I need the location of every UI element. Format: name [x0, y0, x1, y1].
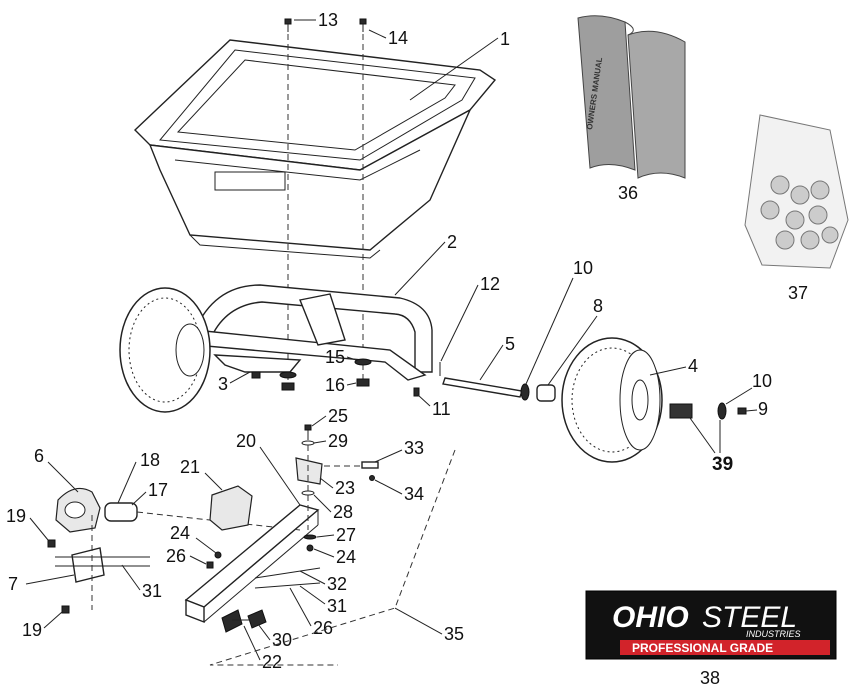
label-31a: 31	[142, 581, 162, 601]
logo-steel: STEEL	[702, 601, 797, 634]
label-9: 9	[758, 399, 768, 419]
label-3: 3	[218, 374, 228, 394]
right-wheel-part-4	[561, 337, 663, 463]
label-11: 11	[432, 399, 451, 419]
logo-industries: INDUSTRIES	[746, 629, 801, 639]
label-7: 7	[8, 574, 18, 594]
label-36: 36	[618, 183, 638, 203]
ohio-steel-logo: OHIO STEEL INDUSTRIES PROFESSIONAL GRADE	[585, 590, 837, 660]
tongue-part-20	[184, 504, 320, 624]
label-18: 18	[140, 450, 160, 470]
bolt-part-14	[359, 18, 367, 32]
label-37: 37	[788, 283, 808, 303]
bolt-part-13	[284, 18, 292, 32]
label-22: 22	[262, 652, 282, 672]
label-5: 5	[505, 334, 515, 354]
owners-manual-part-36: OWNERS MANUAL	[577, 15, 686, 179]
label-10b: 10	[752, 371, 772, 391]
label-38: 38	[700, 668, 720, 688]
label-26b: 26	[313, 618, 333, 638]
tub-part-1	[133, 39, 497, 259]
label-2: 2	[447, 232, 457, 252]
left-wheel	[119, 287, 211, 413]
label-6: 6	[34, 446, 44, 466]
label-15: 15	[325, 347, 345, 367]
label-16: 16	[325, 375, 345, 395]
label-24b: 24	[336, 547, 356, 567]
logo-professional-grade: PROFESSIONAL GRADE	[632, 641, 773, 655]
plate-part-7	[55, 547, 150, 583]
label-17: 17	[148, 480, 168, 500]
label-19b: 19	[22, 620, 42, 640]
label-4: 4	[688, 356, 698, 376]
label-8: 8	[593, 296, 603, 316]
label-23: 23	[335, 478, 355, 498]
axle-part-5	[442, 377, 523, 398]
label-32: 32	[327, 574, 347, 594]
label-20: 20	[236, 431, 256, 451]
hitch-coupler-part-6	[55, 487, 101, 533]
label-21: 21	[180, 457, 200, 477]
label-28: 28	[333, 502, 353, 522]
bracket-part-21	[209, 485, 253, 531]
label-39: 39	[712, 454, 733, 475]
hardware-bag-part-37	[744, 114, 849, 269]
label-34: 34	[404, 484, 424, 504]
label-24a: 24	[170, 523, 190, 543]
label-35: 35	[444, 624, 464, 644]
label-31b: 31	[327, 596, 347, 616]
label-13: 13	[318, 10, 338, 30]
label-1: 1	[500, 29, 510, 49]
label-10a: 10	[573, 258, 593, 278]
label-19a: 19	[6, 506, 26, 526]
label-12: 12	[480, 274, 500, 294]
label-14: 14	[388, 28, 408, 48]
label-29: 29	[328, 431, 348, 451]
bracket-part-3	[213, 354, 302, 379]
label-30: 30	[272, 630, 292, 650]
logo-ohio: OHIO	[612, 601, 689, 634]
label-25: 25	[328, 406, 348, 426]
label-26a: 26	[166, 546, 186, 566]
label-27: 27	[336, 525, 356, 545]
label-33: 33	[404, 438, 424, 458]
